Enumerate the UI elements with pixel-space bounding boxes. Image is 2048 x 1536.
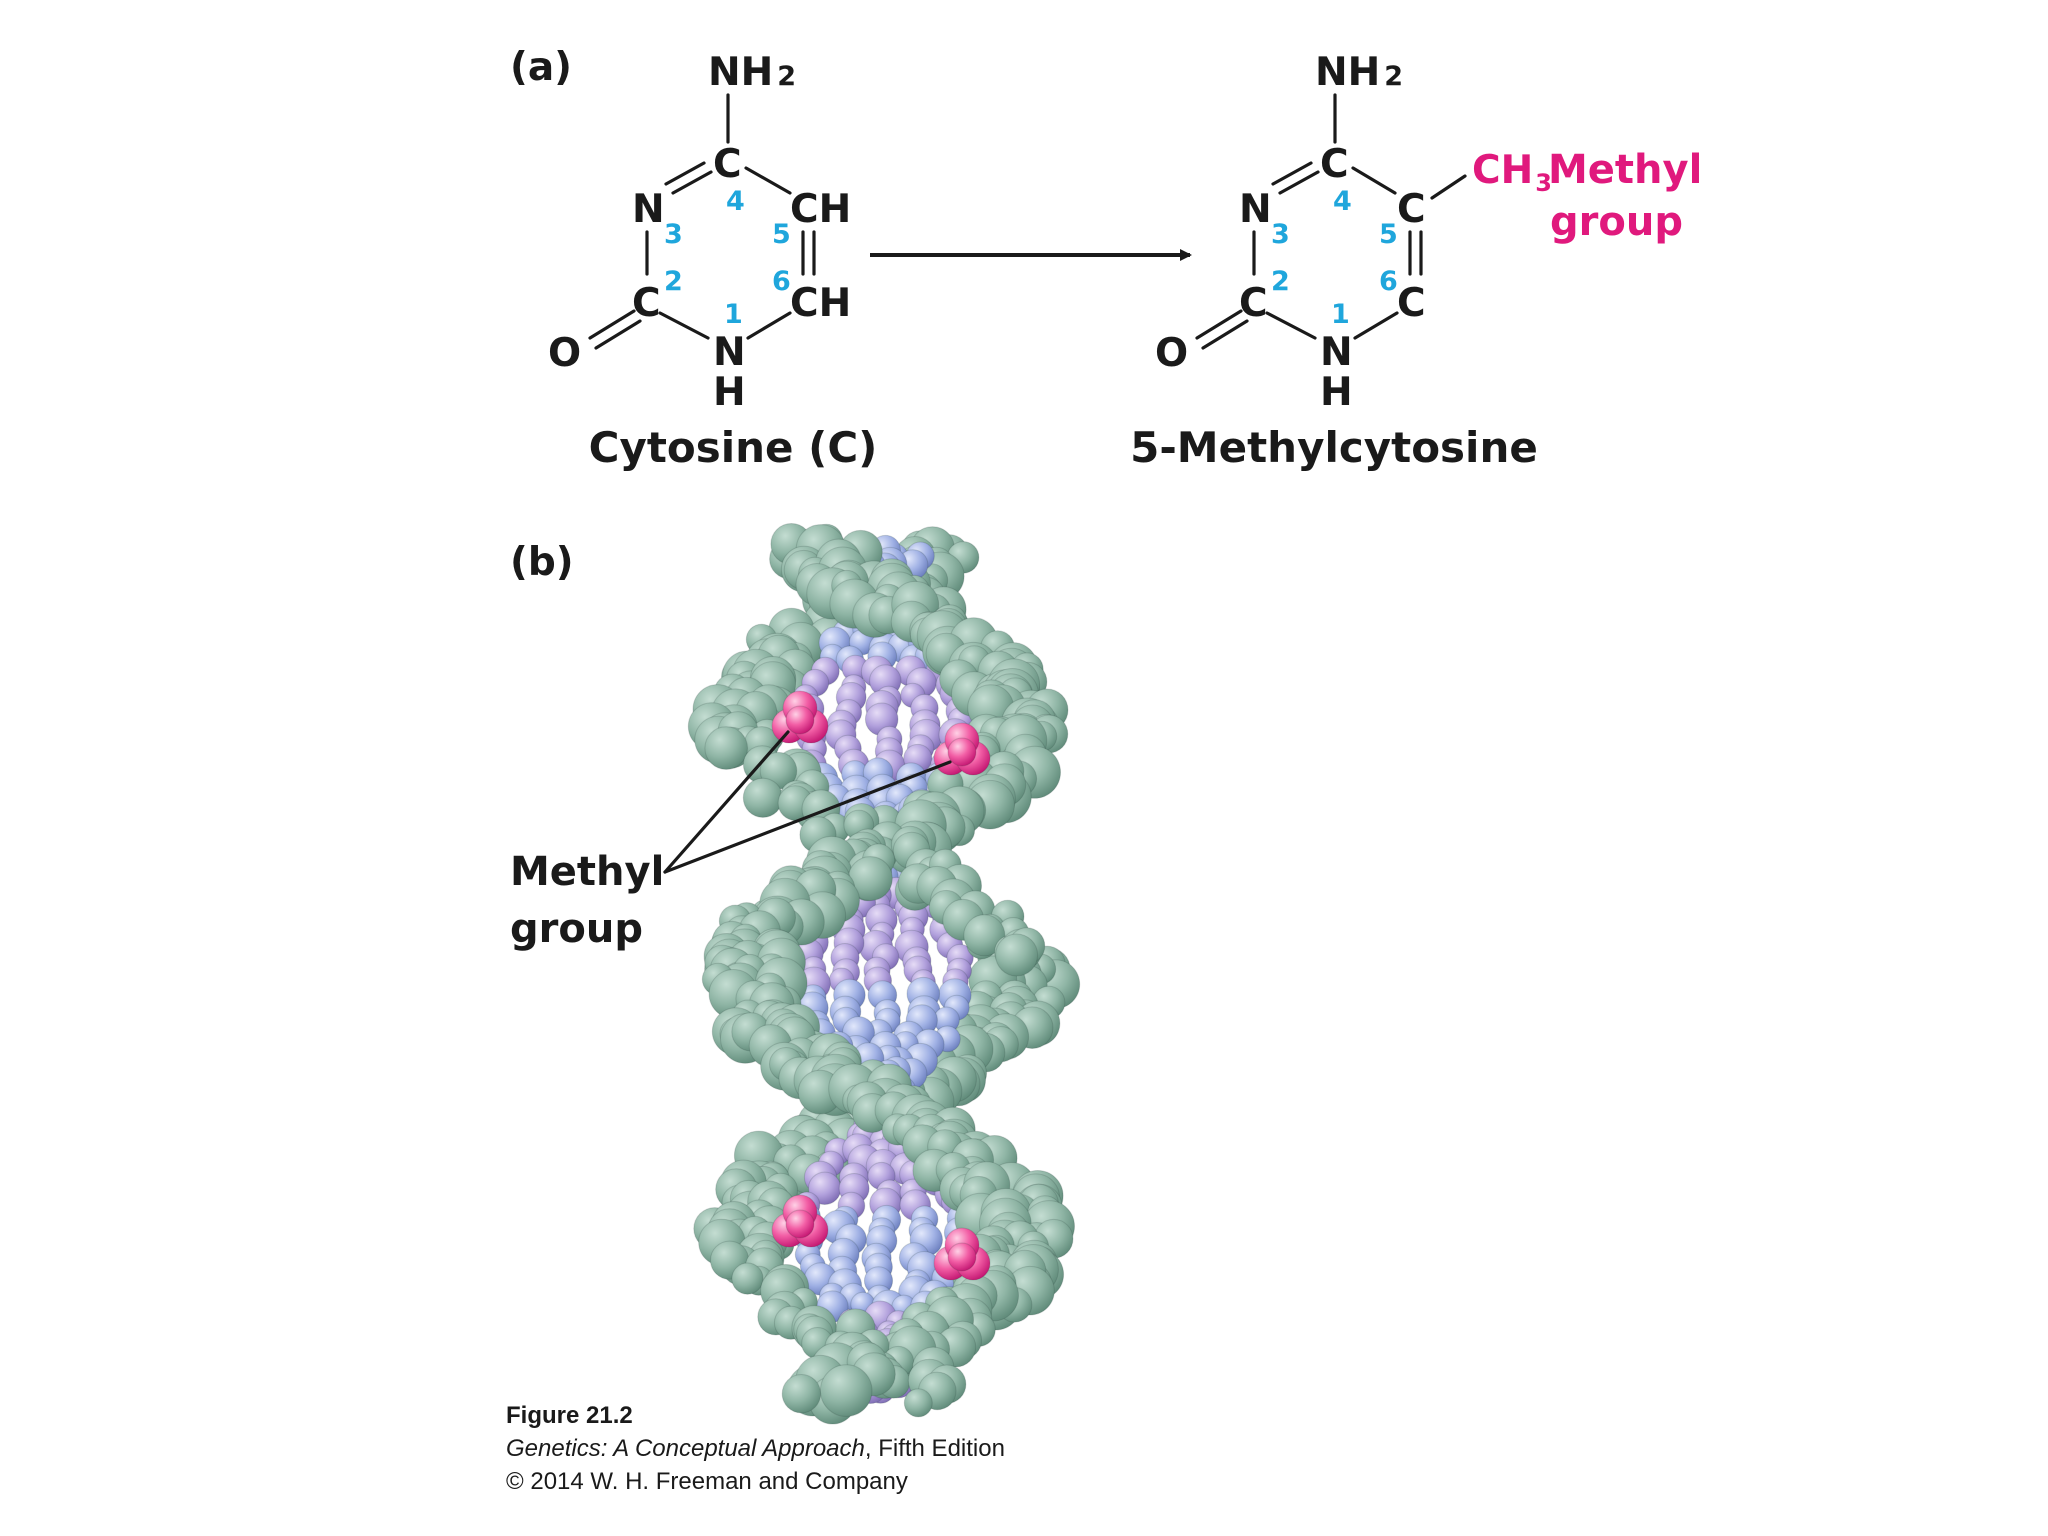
methyl-group-label-b-line2: group: [510, 906, 643, 952]
ring-number-2: 2: [664, 266, 683, 297]
methyl-atom: [785, 705, 815, 735]
bond-c2-n1: [658, 311, 710, 340]
ring-number-2: 2: [1271, 266, 1290, 297]
backbone-atom-front: [995, 933, 1039, 977]
methylcytosine-n3-atom: N: [1239, 187, 1272, 232]
methylcytosine-c4-atom: C: [1320, 142, 1349, 187]
ring-number-1: 1: [724, 299, 743, 330]
methylcytosine-c6-atom: C: [1397, 281, 1426, 326]
methyl-atom: [947, 1242, 977, 1272]
methyl-pointer-line-1: [663, 730, 790, 874]
cytosine-c2-atom: C: [632, 281, 661, 326]
bond-c2-o-a: [588, 309, 636, 340]
backbone-atom-front: [963, 914, 1006, 957]
cytosine-n1-atom: N: [713, 330, 746, 375]
backbone-atom-front: [742, 777, 784, 818]
methylcytosine-o-atom: O: [1155, 331, 1188, 376]
methyl-atom: [947, 737, 977, 767]
ring-number-5: 5: [1379, 219, 1398, 250]
methyl-pointer-line-2: [663, 760, 952, 874]
ch3-label: CH3: [1472, 148, 1552, 197]
methylcytosine-h1-atom: H: [1320, 370, 1353, 415]
cytosine-c4-atom: C: [713, 142, 742, 187]
methylcytosine-name: 5-Methylcytosine: [1130, 423, 1538, 472]
cytosine-name: Cytosine (C): [589, 423, 878, 472]
ring-number-6: 6: [1379, 266, 1398, 297]
methyl-group-label-a-line2: group: [1550, 199, 1683, 245]
ring-number-5: 5: [772, 219, 791, 250]
figure-number: Figure 21.2: [506, 1402, 633, 1429]
cytosine-o-atom: O: [548, 331, 581, 376]
backbone-atom-front: [819, 1364, 873, 1417]
backbone-atom-front: [731, 1262, 764, 1295]
methyl-group-label-a-line1: Methyl: [1548, 147, 1702, 193]
book-credit: Genetics: A Conceptual Approach, Fifth E…: [506, 1435, 1005, 1462]
bond-n3-c4-a: [671, 170, 713, 195]
copyright-line: © 2014 W. H. Freeman and Company: [506, 1468, 908, 1495]
bond-n3-c4-a: [1278, 170, 1320, 195]
bond-c2-o-b: [1201, 319, 1249, 350]
ring-number-3: 3: [1271, 219, 1290, 250]
ring-number-3: 3: [664, 219, 683, 250]
methylcytosine-c5-atom: C: [1397, 187, 1426, 232]
bond-c4-c5: [744, 166, 792, 195]
bond-n3-c4-b: [664, 161, 706, 186]
bond-n1-c6: [1353, 311, 1399, 340]
methyl-atom: [785, 1209, 815, 1239]
cytosine-c5-atom: CH: [790, 187, 851, 232]
bond-c2-n1: [1265, 311, 1317, 340]
cytosine-n3-atom: N: [632, 187, 665, 232]
ring-number-4: 4: [726, 186, 745, 217]
ring-number-6: 6: [772, 266, 791, 297]
bond-c2-o-b: [594, 319, 642, 350]
panel-b-label: (b): [510, 540, 574, 585]
methylcytosine-c2-atom: C: [1239, 281, 1268, 326]
bond-c5-ch3: [1430, 174, 1467, 200]
ring-number-1: 1: [1331, 299, 1350, 330]
backbone-atom-front: [704, 726, 749, 770]
cytosine-h1-atom: H: [713, 370, 746, 415]
dna-double-helix-space-filling-model: [687, 523, 1081, 1425]
methyl-group-label-b-line1: Methyl: [510, 849, 664, 895]
panel-a-label: (a): [510, 45, 572, 90]
bond-c4-c5: [1351, 166, 1397, 195]
backbone-atom-front: [781, 1374, 822, 1414]
bond-n3-c4-b: [1271, 161, 1313, 186]
methylcytosine-n1-atom: N: [1320, 330, 1353, 375]
cytosine-c6-atom: CH: [790, 281, 851, 326]
bond-n1-c6: [746, 311, 792, 340]
ring-number-4: 4: [1333, 186, 1352, 217]
bond-c2-o-a: [1195, 309, 1243, 340]
backbone-atom-front: [903, 1388, 933, 1418]
